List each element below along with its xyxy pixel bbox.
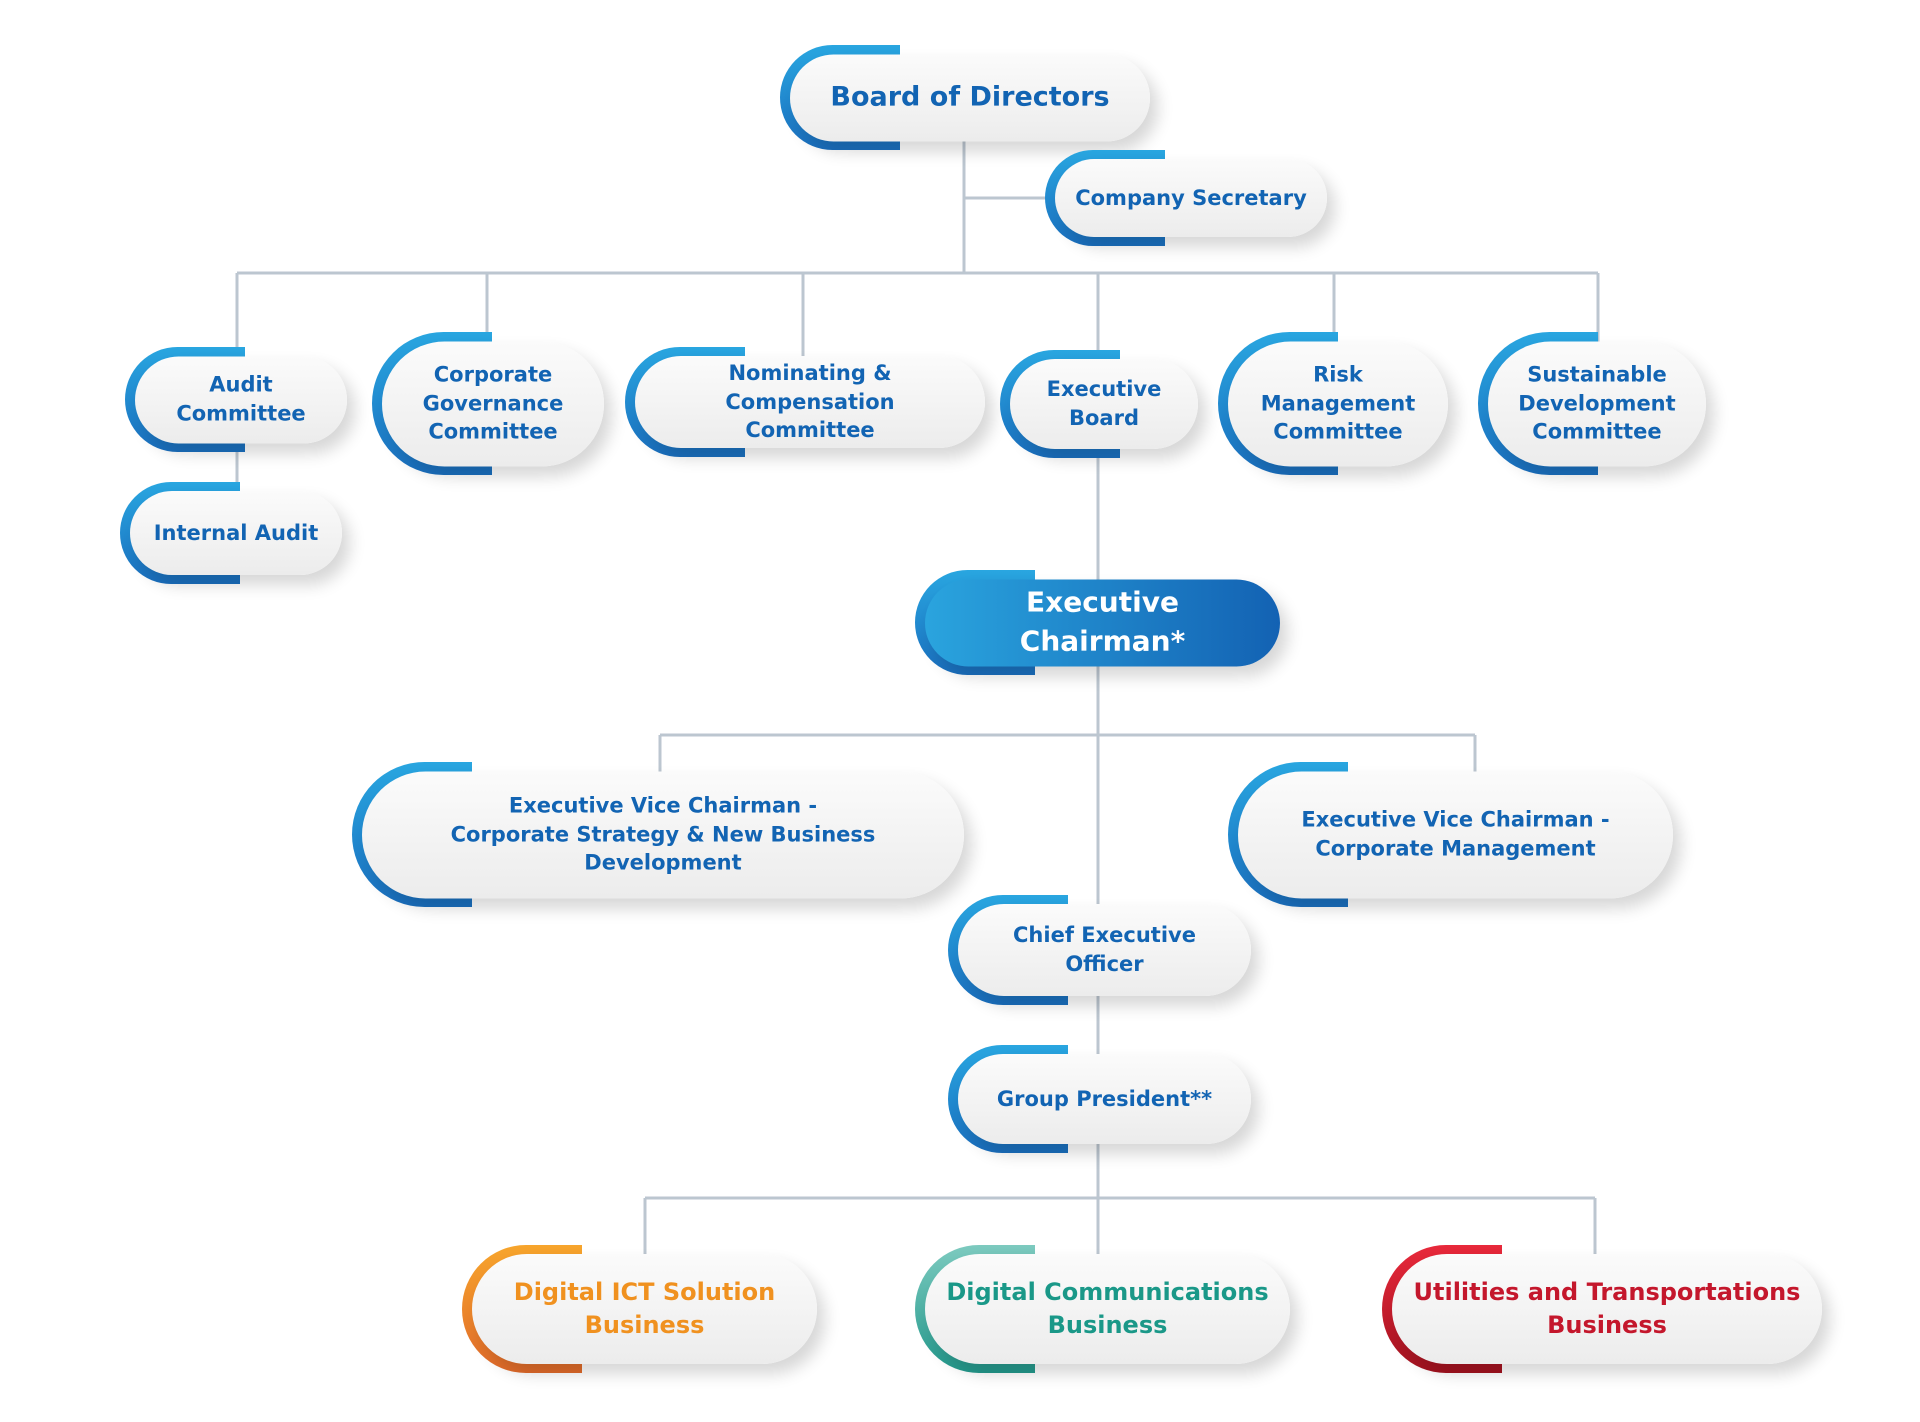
company-secretary-label: Company Secretary [1075,185,1307,210]
board-of-directors-label: Board of Directors [830,81,1110,113]
sustainable-development-committee-label: Sustainable Development Committee [1518,362,1676,444]
digital-ict-solution-business-node: Digital ICT Solution Business [462,1245,817,1373]
group-president-node: Group President** [948,1045,1251,1153]
audit-committee-label: Audit Committee [176,372,306,426]
executive-chairman-node: Executive Chairman* [915,570,1280,675]
utilities-transportations-business-node: Utilities and Transportations Business [1382,1245,1822,1373]
risk-management-committee-node: Risk Management Committee [1218,332,1448,475]
digital-communications-business-label: Digital Communications Business [946,1277,1269,1339]
internal-audit-node: Internal Audit [120,482,342,584]
utilities-transportations-business-label: Utilities and Transportations Business [1413,1277,1801,1339]
chief-executive-officer-node: Chief Executive Officer [948,895,1251,1005]
digital-ict-solution-business-label: Digital ICT Solution Business [513,1277,776,1339]
company-secretary-node: Company Secretary [1045,150,1327,246]
group-president-label: Group President** [996,1086,1213,1111]
nominating-compensation-committee-label: Nominating & Compensation Committee [725,360,895,443]
board-of-directors-node: Board of Directors [780,45,1150,150]
digital-communications-business-node: Digital Communications Business [915,1245,1290,1373]
evc-management-node: Executive Vice Chairman - Corporate Mana… [1228,762,1673,907]
evc-strategy-node: Executive Vice Chairman - Corporate Stra… [352,762,964,907]
executive-board-node: Executive Board [1000,350,1198,458]
audit-committee-node: Audit Committee [125,347,347,452]
risk-management-committee-label: Risk Management Committee [1260,362,1416,444]
executive-chairman-label: Executive Chairman* [1019,585,1186,658]
sustainable-development-committee-node: Sustainable Development Committee [1478,332,1706,475]
nominating-compensation-committee-node: Nominating & Compensation Committee [625,347,985,457]
corporate-governance-committee-node: Corporate Governance Committee [372,332,604,475]
executive-board-label: Executive Board [1046,377,1162,430]
evc-strategy-label: Executive Vice Chairman - Corporate Stra… [450,793,876,875]
chief-executive-officer-label: Chief Executive Officer [1013,923,1196,976]
evc-management-label: Executive Vice Chairman - Corporate Mana… [1301,807,1610,861]
corporate-governance-committee-label: Corporate Governance Committee [422,362,564,444]
internal-audit-label: Internal Audit [153,520,319,545]
